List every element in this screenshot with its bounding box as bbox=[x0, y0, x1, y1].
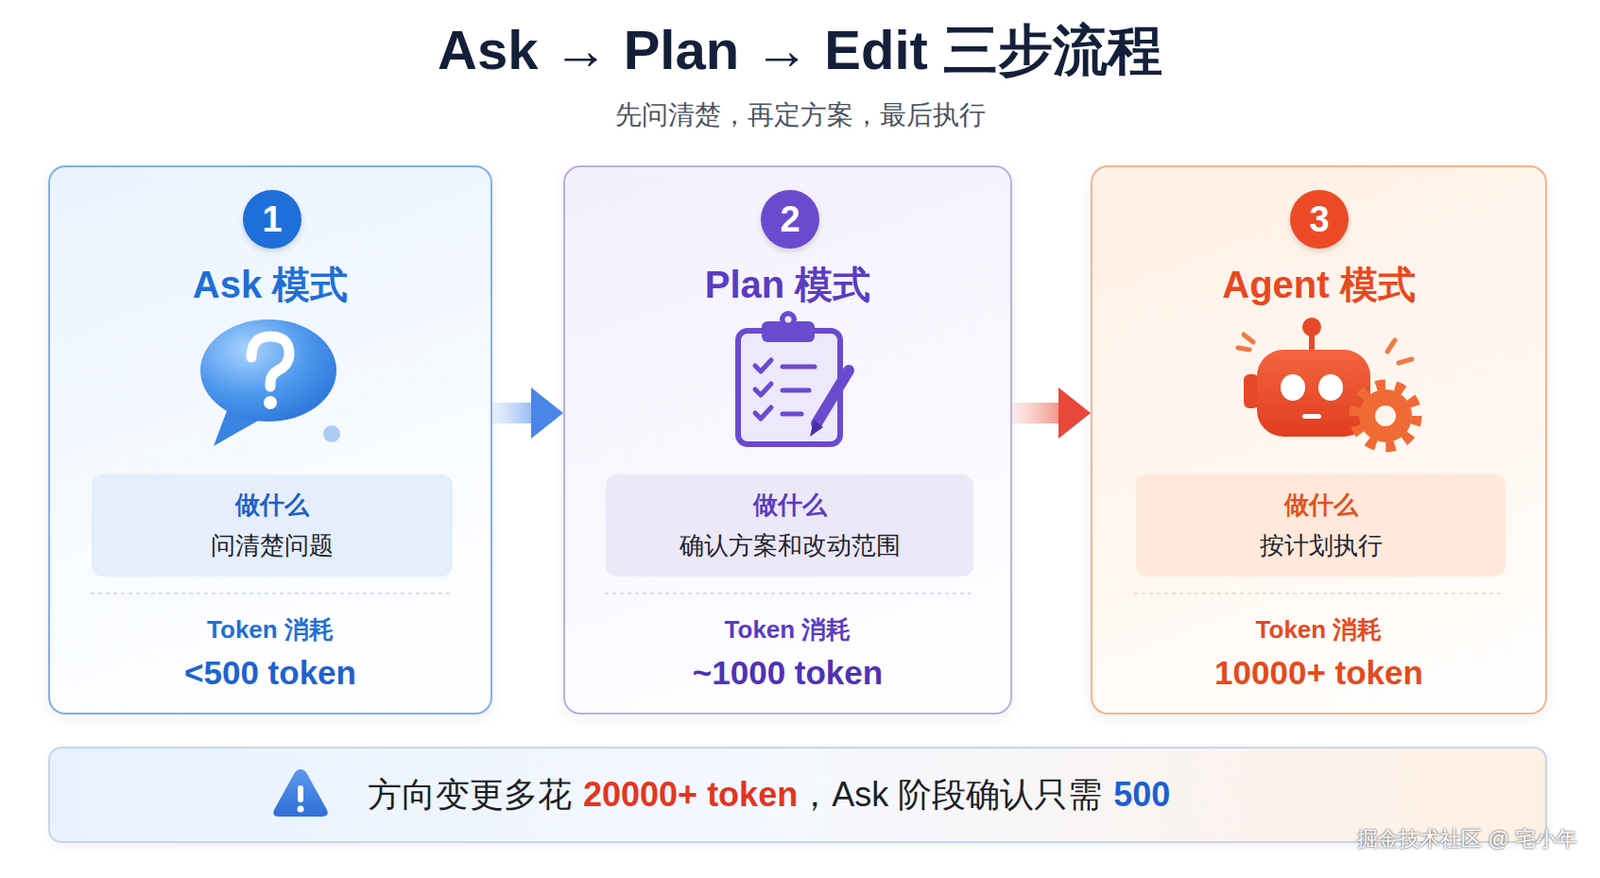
mode-card: Agent 模式 Token 消耗 10000+ token 3 做什么按计划执行 bbox=[1090, 165, 1548, 715]
info-box: 做什么问清楚问题 bbox=[91, 474, 453, 577]
info-body: 按计划执行 bbox=[1135, 528, 1506, 563]
info-body: 问清楚问题 bbox=[91, 528, 453, 563]
step-number: 1 bbox=[242, 189, 302, 249]
subtitle: 先问清楚，再定方案，最后执行 bbox=[0, 98, 1600, 133]
info-heading: 做什么 bbox=[605, 487, 974, 522]
watermark: 掘金技术社区 @ 宅小年 bbox=[1357, 825, 1578, 853]
token-value: ~1000 token bbox=[565, 651, 1011, 695]
info-heading: 做什么 bbox=[91, 487, 453, 522]
info-body: 确认方案和改动范围 bbox=[605, 528, 974, 563]
info-heading: 做什么 bbox=[1135, 487, 1506, 522]
warning-text: 方向变更多花 bbox=[367, 773, 572, 817]
diagram-title: Ask → Plan → Edit 三步流程 bbox=[0, 18, 1600, 82]
mode-title: Agent 模式 bbox=[1092, 260, 1546, 309]
warning-banner: 方向变更多花20000+ token，Ask 阶段确认只需500 bbox=[48, 746, 1548, 844]
token-label: Token 消耗 bbox=[1092, 612, 1546, 647]
mode-title: Ask 模式 bbox=[50, 260, 491, 309]
token-label: Token 消耗 bbox=[565, 612, 1011, 647]
token-label: Token 消耗 bbox=[50, 612, 491, 647]
flow-arrow bbox=[492, 402, 532, 424]
step-number: 3 bbox=[1290, 189, 1349, 249]
step-number: 2 bbox=[760, 189, 820, 249]
warning-highlight: 20000+ token bbox=[583, 773, 798, 817]
mode-card: Ask 模式 Token 消耗 <500 token 1 做什么问清楚问题 bbox=[48, 165, 493, 715]
flow-arrow bbox=[1012, 402, 1059, 424]
warning-text: ，Ask 阶段确认只需 bbox=[797, 773, 1102, 817]
mode-card: Plan 模式 Token 消耗 ~1000 token 2 做什么确认方案和改动范围 bbox=[563, 165, 1013, 715]
info-box: 做什么确认方案和改动范围 bbox=[605, 474, 974, 577]
mode-title: Plan 模式 bbox=[565, 260, 1011, 309]
info-box: 做什么按计划执行 bbox=[1135, 474, 1506, 577]
step-number-circle: 1 bbox=[242, 189, 302, 249]
token-value: <500 token bbox=[50, 651, 491, 695]
step-number-circle: 3 bbox=[1290, 189, 1349, 249]
token-value: 10000+ token bbox=[1092, 651, 1546, 695]
warning-highlight: 500 bbox=[1113, 773, 1170, 817]
step-number-circle: 2 bbox=[760, 189, 820, 249]
